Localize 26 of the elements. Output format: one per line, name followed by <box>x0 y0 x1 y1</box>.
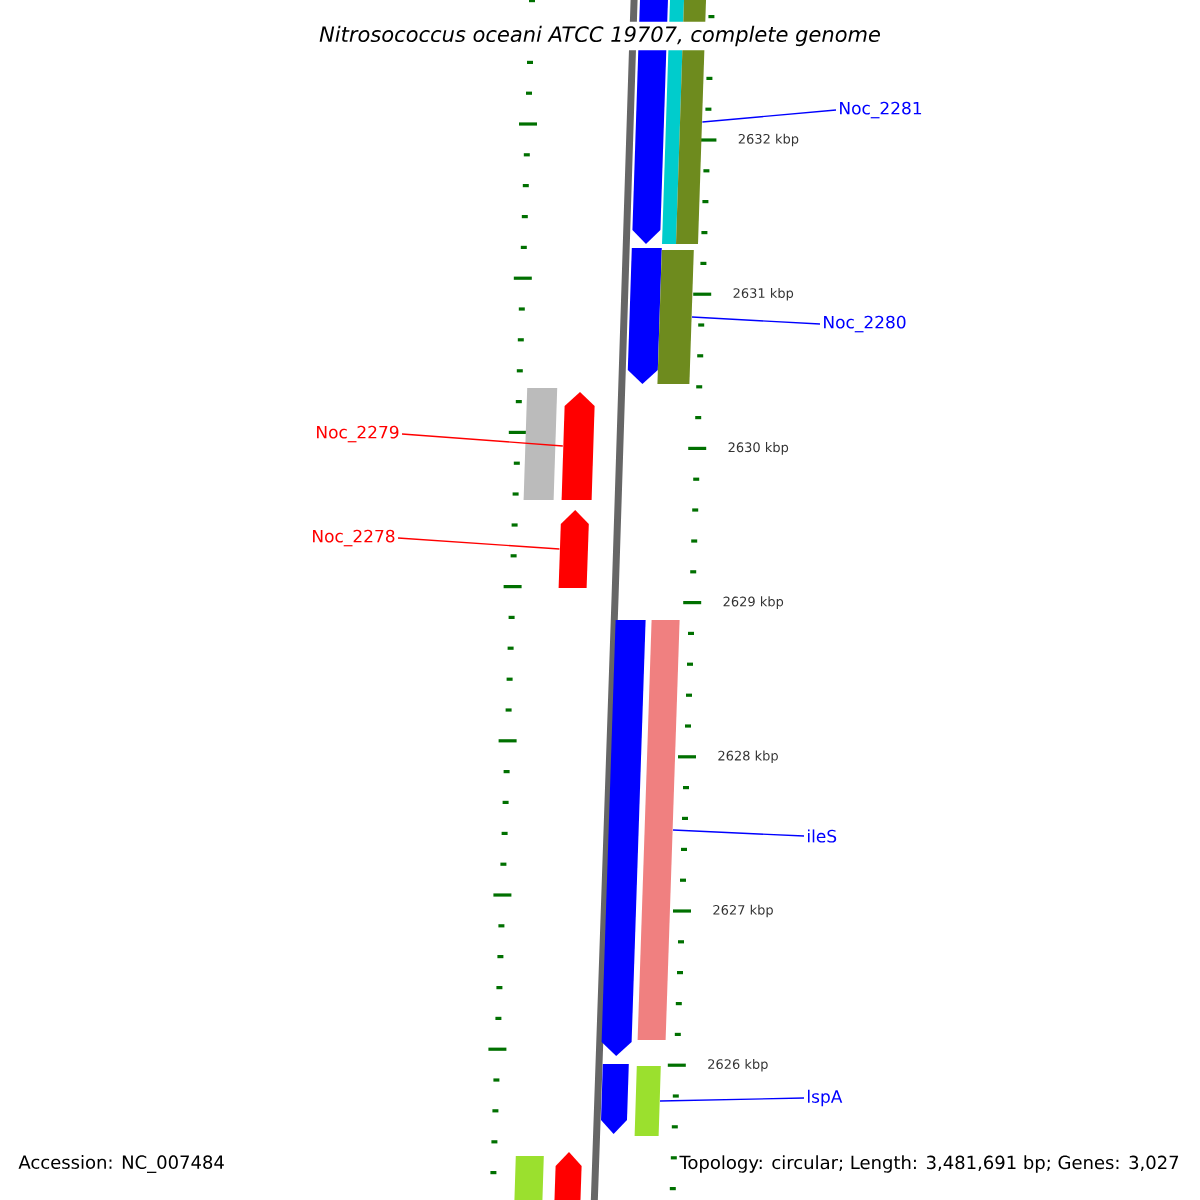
leader-line <box>701 109 837 123</box>
leader-line <box>401 433 564 447</box>
leader-line <box>397 537 561 550</box>
gene-bar <box>637 620 680 1040</box>
gene-bar <box>657 250 694 384</box>
gene-label: Noc_2279 <box>317 425 399 443</box>
gene-label: Noc_2278 <box>313 529 395 547</box>
gene-bar <box>634 1066 661 1136</box>
gene-bar <box>561 392 595 500</box>
leader-line <box>672 829 805 837</box>
gene-bar <box>601 620 646 1056</box>
title: Nitrosococcus oceani ATCC 19707, complete genome <box>315 21 885 51</box>
gene-bar <box>513 1156 544 1200</box>
gene-label: lspA <box>808 1089 843 1107</box>
gene-label: Noc_2281 <box>840 101 922 119</box>
gene-label: ileS <box>808 829 837 843</box>
gene-bar <box>627 248 662 384</box>
gene-label: Noc_2280 <box>824 315 906 333</box>
gene-bar <box>523 388 558 500</box>
accession-text: Accession: NC_007484 <box>18 1155 224 1173</box>
gene-bar <box>558 510 589 588</box>
gene-bar <box>553 1152 582 1200</box>
leader-line <box>659 1097 805 1102</box>
leader-line <box>691 316 821 325</box>
topology-text: Topology: circular; Length: 3,481,691 bp; Genes: 3,027 <box>677 1153 1182 1175</box>
gene-bar <box>601 1064 629 1134</box>
